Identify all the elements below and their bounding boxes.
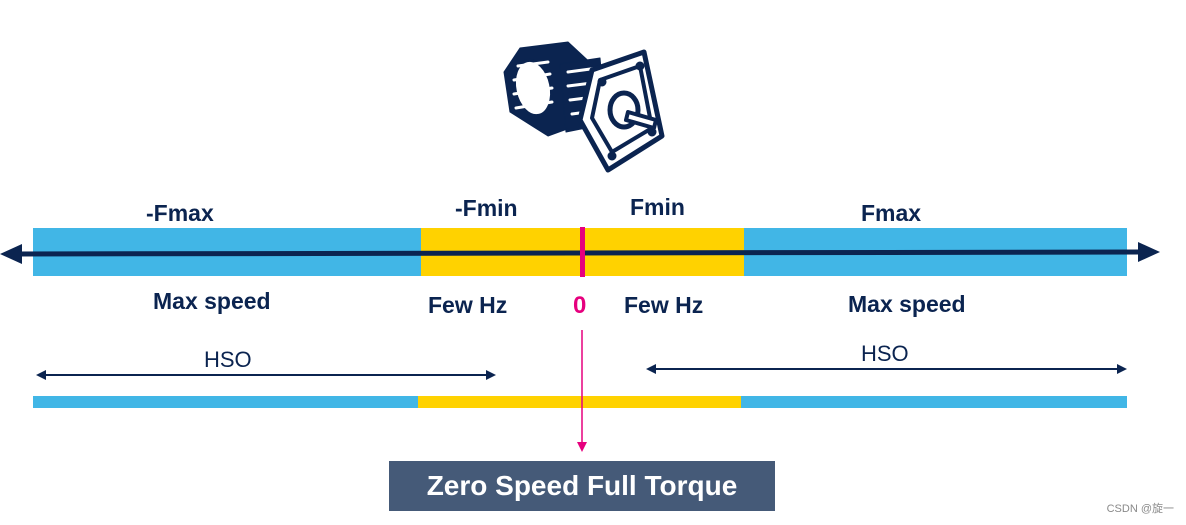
axis-left-arrowhead — [0, 244, 22, 264]
neg-fmax-label: -Fmax — [146, 200, 214, 226]
zero-speed-full-torque-label: Zero Speed Full Torque — [426, 470, 738, 501]
stepper-motor-icon — [503, 41, 665, 173]
left-few-hz-label: Few Hz — [428, 292, 508, 318]
lower-band-left-blue — [33, 396, 418, 408]
right-max-speed-label: Max speed — [848, 291, 966, 317]
lower-band-right-blue — [741, 396, 1127, 408]
hso-left-range-arrow — [36, 370, 496, 380]
hso-left-label: HSO — [204, 347, 252, 372]
zero-speed-full-torque-box: Zero Speed Full Torque — [389, 461, 775, 511]
lower-band-yellow — [418, 396, 741, 408]
zero-label: 0 — [573, 292, 587, 319]
hso-right-range-arrow — [646, 364, 1127, 374]
fmin-label: Fmin — [630, 194, 685, 220]
watermark: CSDN @旋一 — [1106, 503, 1174, 515]
zero-marker — [580, 227, 585, 277]
hso-right-label: HSO — [861, 341, 909, 366]
zero-pointer-arrow — [577, 330, 587, 452]
axis-right-arrowhead — [1138, 242, 1160, 262]
right-few-hz-label: Few Hz — [624, 292, 704, 318]
fmax-label: Fmax — [861, 200, 922, 226]
left-max-speed-label: Max speed — [153, 288, 271, 314]
neg-fmin-label: -Fmin — [455, 195, 518, 221]
